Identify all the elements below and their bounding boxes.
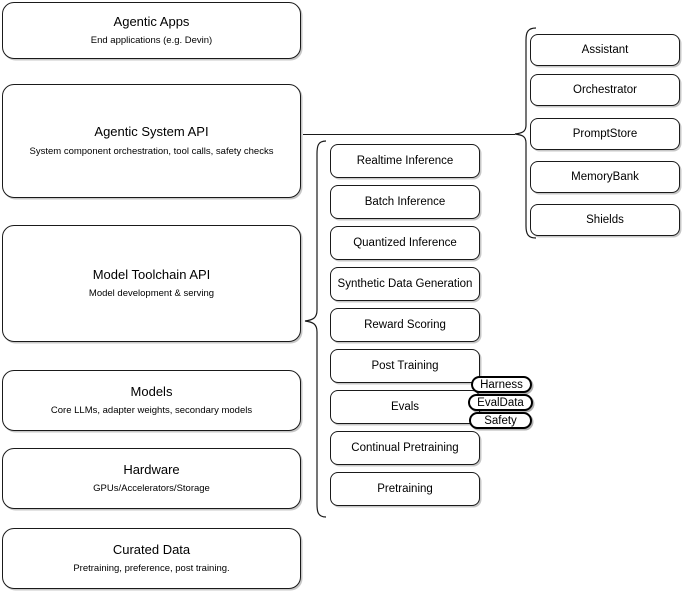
layer-title: Curated Data: [112, 541, 191, 557]
layer-subtitle: System component orchestration, tool cal…: [29, 145, 274, 157]
toolchain-item-label: Post Training: [371, 359, 439, 372]
toolchain-item-batch-inference[interactable]: Batch Inference: [330, 185, 480, 219]
layer-title: Agentic Apps: [113, 13, 190, 29]
eval-badge-evaldata[interactable]: EvalData: [468, 394, 533, 411]
system-item-label: MemoryBank: [571, 170, 639, 183]
brace-system-components: [513, 27, 537, 239]
toolchain-item-label: Batch Inference: [364, 195, 446, 208]
layer-subtitle: Core LLMs, adapter weights, secondary mo…: [50, 405, 253, 417]
system-item-label: Assistant: [581, 43, 629, 56]
layer-box-agentic-system-api[interactable]: Agentic System API System component orch…: [2, 84, 301, 198]
eval-badge-safety[interactable]: Safety: [469, 412, 532, 429]
toolchain-item-pretraining[interactable]: Pretraining: [330, 472, 480, 506]
toolchain-item-label: Pretraining: [377, 482, 433, 495]
toolchain-item-label: Synthetic Data Generation: [337, 277, 473, 290]
layer-box-curated-data[interactable]: Curated Data Pretraining, preference, po…: [2, 528, 301, 589]
toolchain-item-reward-scoring[interactable]: Reward Scoring: [330, 308, 480, 342]
toolchain-item-label: Reward Scoring: [364, 318, 446, 331]
toolchain-item-post-training[interactable]: Post Training: [330, 349, 480, 383]
layer-box-agentic-apps[interactable]: Agentic Apps End applications (e.g. Devi…: [2, 2, 301, 59]
layer-title: Models: [130, 383, 173, 399]
layer-box-models[interactable]: Models Core LLMs, adapter weights, secon…: [2, 370, 301, 431]
layer-title: Hardware: [123, 461, 180, 477]
toolchain-item-continual-pretraining[interactable]: Continual Pretraining: [330, 431, 480, 465]
eval-badge-harness[interactable]: Harness: [471, 376, 532, 393]
system-item-label: Orchestrator: [573, 83, 637, 96]
system-item-shields[interactable]: Shields: [530, 204, 680, 236]
eval-badge-label: Safety: [484, 414, 517, 427]
toolchain-item-synthetic-data-generation[interactable]: Synthetic Data Generation: [330, 267, 480, 301]
connector-line-system-api: [303, 134, 515, 135]
layer-subtitle: GPUs/Accelerators/Storage: [93, 483, 210, 495]
layer-title: Agentic System API: [94, 124, 209, 140]
toolchain-item-quantized-inference[interactable]: Quantized Inference: [330, 226, 480, 260]
toolchain-item-label: Continual Pretraining: [351, 441, 459, 454]
layer-subtitle: Model development & serving: [88, 288, 215, 300]
system-item-memorybank[interactable]: MemoryBank: [530, 161, 680, 193]
layer-subtitle: Pretraining, preference, post training.: [73, 563, 230, 575]
eval-badge-label: EvalData: [477, 396, 524, 409]
system-item-label: PromptStore: [572, 127, 638, 140]
layer-box-hardware[interactable]: Hardware GPUs/Accelerators/Storage: [2, 448, 301, 509]
system-item-promptstore[interactable]: PromptStore: [530, 118, 680, 150]
system-item-orchestrator[interactable]: Orchestrator: [530, 74, 680, 106]
system-item-label: Shields: [586, 213, 624, 226]
toolchain-item-label: Realtime Inference: [356, 154, 454, 167]
brace-toolchain: [303, 140, 327, 518]
layer-box-model-toolchain-api[interactable]: Model Toolchain API Model development & …: [2, 225, 301, 342]
layer-subtitle: End applications (e.g. Devin): [90, 35, 213, 47]
layer-title: Model Toolchain API: [92, 266, 211, 282]
toolchain-item-realtime-inference[interactable]: Realtime Inference: [330, 144, 480, 178]
toolchain-item-label: Evals: [390, 400, 420, 413]
system-item-assistant[interactable]: Assistant: [530, 34, 680, 66]
toolchain-item-evals[interactable]: Evals: [330, 390, 480, 424]
toolchain-item-label: Quantized Inference: [353, 236, 457, 249]
eval-badge-label: Harness: [480, 378, 523, 391]
